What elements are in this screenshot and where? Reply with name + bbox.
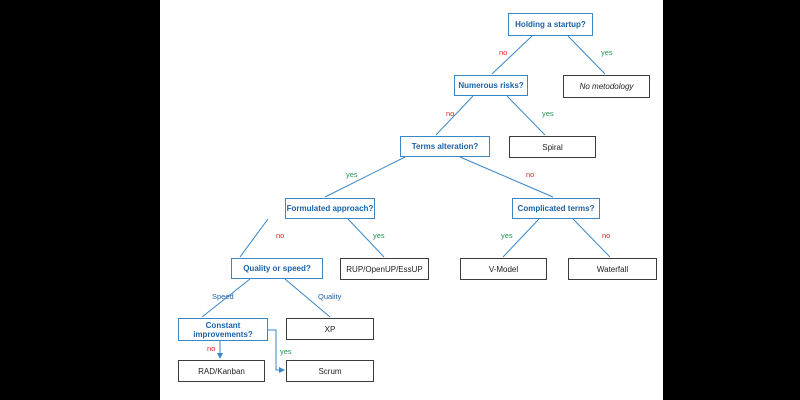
outcome-rup: RUP/OpenUP/EssUP [340,258,429,280]
outcome-xp: XP [286,318,374,340]
outcome-rad-kanban: RAD/Kanban [178,360,265,382]
flowchart-edges [201,35,611,373]
decision-constant-improvements: Constant improvements? [178,318,268,341]
label-formulated-no: no [276,231,285,240]
decision-formulated-approach: Formulated approach? [285,198,375,219]
decision-complicated-terms: Complicated terms? [512,198,600,219]
edge-risks-no [435,95,474,136]
label-speed: Speed [212,292,234,301]
edge-constant-yes [268,329,285,373]
edge-startup-yes [567,35,606,75]
label-constant-yes: yes [280,347,292,356]
edge-complicated-no [572,218,611,258]
outcome-no-methodology: No metodology [563,75,650,98]
edge-quality-quality [284,278,331,318]
decision-startup: Holding a startup? [508,13,593,36]
edge-quality-speed [201,278,251,318]
label-startup-yes: yes [601,48,613,57]
outcome-v-model: V-Model [460,258,547,280]
label-terms-yes: yes [346,170,358,179]
label-formulated-yes: yes [373,231,385,240]
edge-terms-no [459,156,554,198]
label-complicated-yes: yes [501,231,513,240]
outcome-waterfall: Waterfall [568,258,657,280]
edge-complicated-yes [502,218,540,258]
edge-startup-no [491,35,533,75]
label-risks-no: no [446,109,455,118]
decision-quality-speed: Quality or speed? [231,258,323,279]
outcome-spiral: Spiral [509,136,596,158]
decision-terms-alteration: Terms alteration? [400,136,490,157]
label-constant-no: no [207,344,216,353]
label-complicated-no: no [602,231,611,240]
edge-risks-yes [506,95,546,136]
label-risks-yes: yes [542,109,554,118]
label-terms-no: no [526,170,535,179]
outcome-scrum: Scrum [286,360,374,382]
decision-risks: Numerous risks? [454,75,528,96]
edge-formulated-yes [347,218,385,258]
edge-formulated-no [239,218,269,258]
flowchart-canvas: Holding a startup? Numerous risks? Terms… [160,0,663,400]
edge-terms-yes [324,156,406,198]
label-startup-no: no [499,48,508,57]
label-quality: Quality [318,292,342,301]
